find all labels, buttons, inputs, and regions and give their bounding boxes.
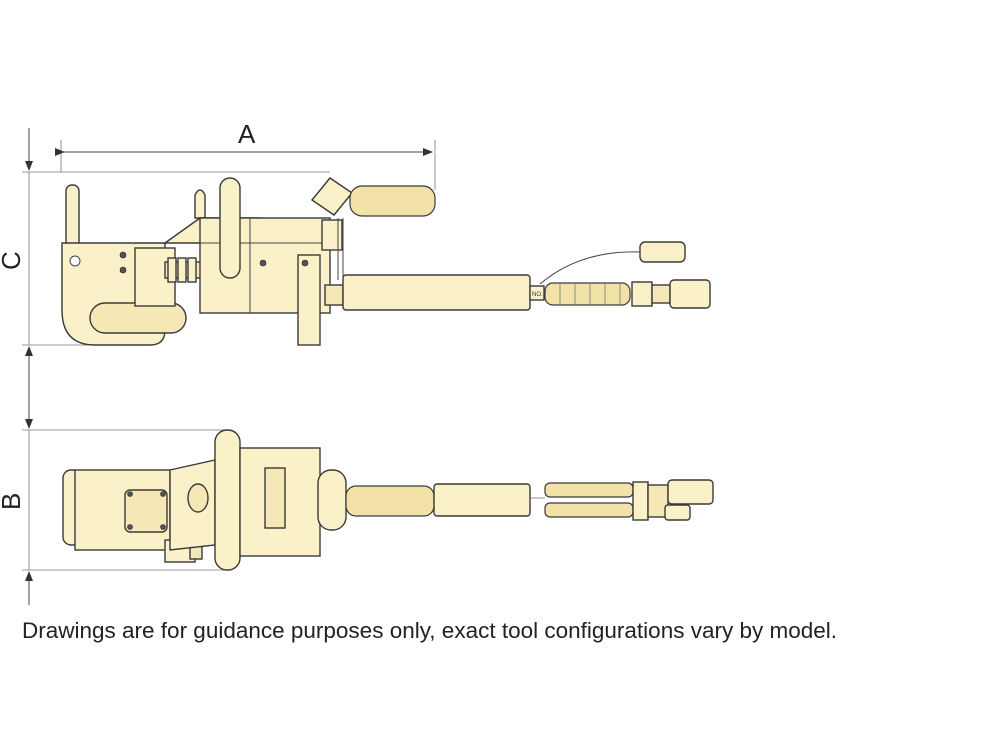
dimension-b: B — [0, 390, 230, 605]
dimension-a: A — [55, 119, 436, 190]
dimension-c-label: C — [0, 251, 26, 270]
top-view — [62, 429, 714, 571]
side-view: NO. — [61, 177, 711, 346]
dimension-a-label: A — [238, 119, 256, 149]
caption: Drawings are for guidance purposes only,… — [22, 618, 838, 643]
dimension-c: C — [0, 128, 330, 390]
side-view-label-plate: NO. — [532, 292, 543, 298]
dimension-b-label: B — [0, 493, 26, 510]
